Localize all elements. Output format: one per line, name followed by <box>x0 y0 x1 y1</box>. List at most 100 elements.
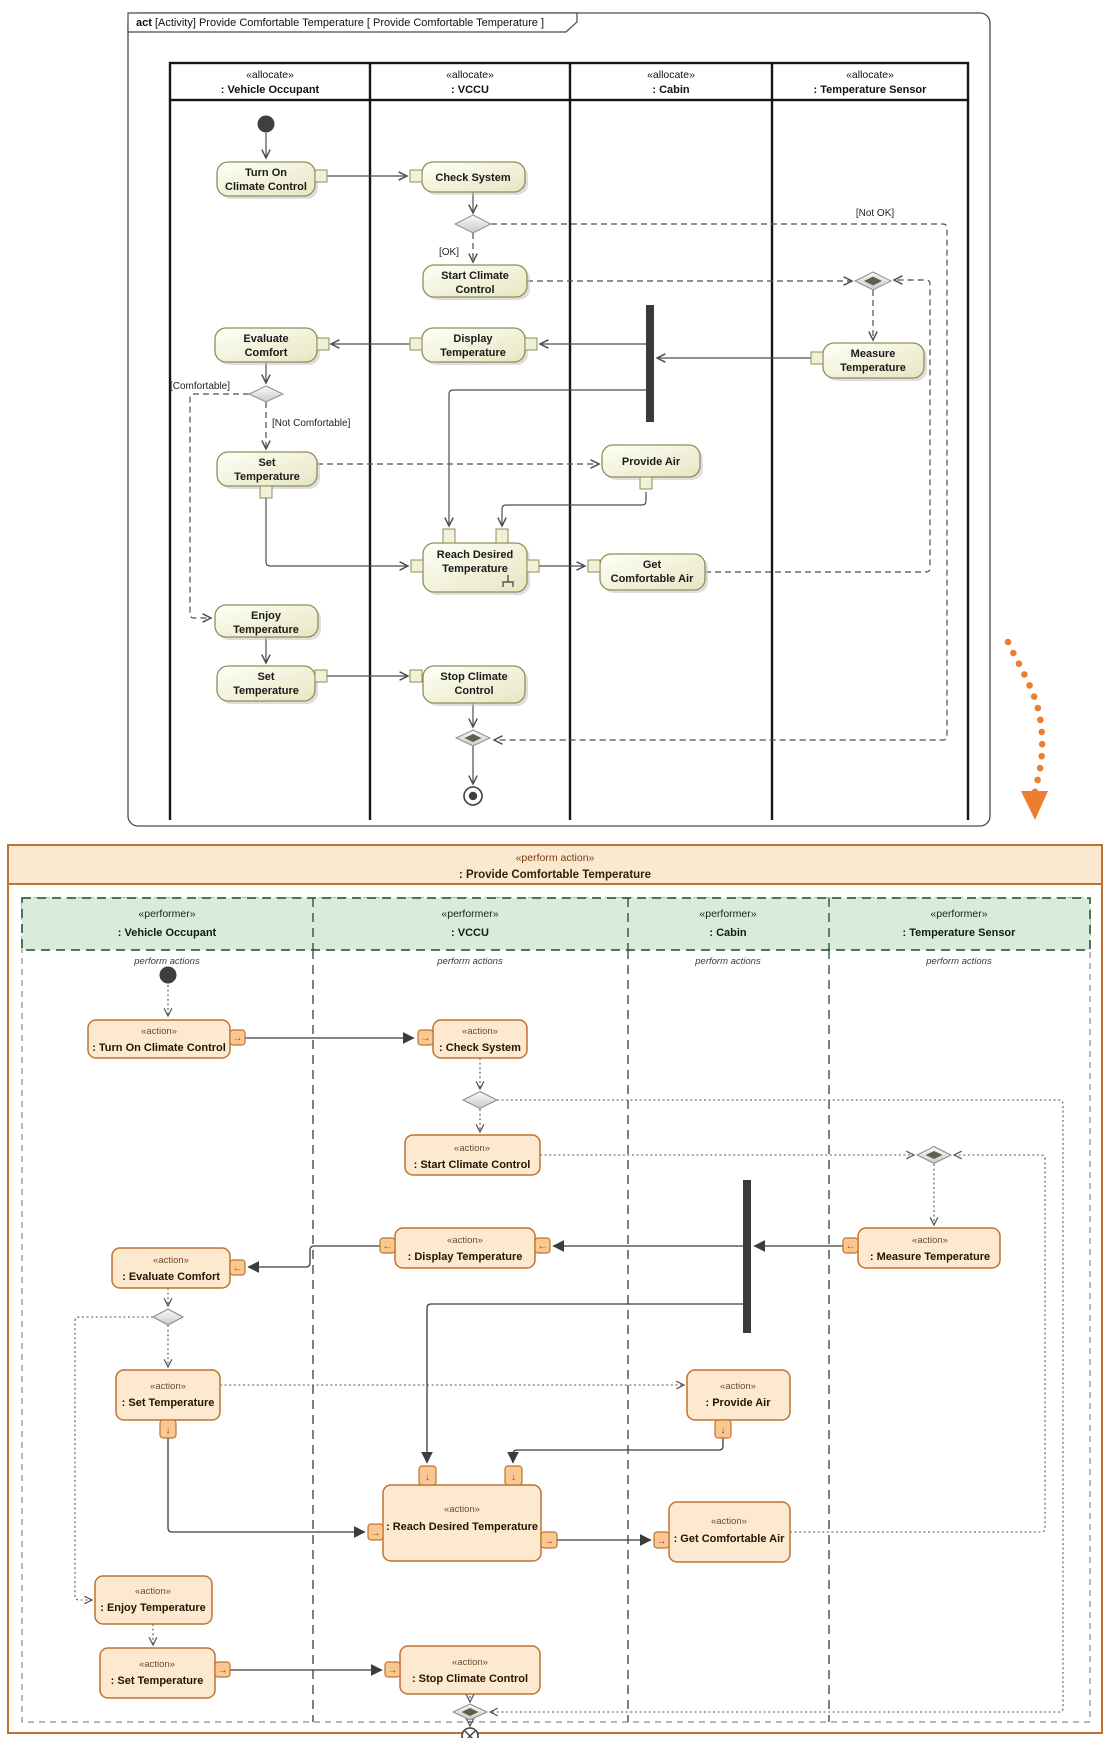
action-box <box>404 1134 541 1176</box>
action-check-system: Check System <box>409 161 528 195</box>
action-label: : Set Temperature <box>111 1675 204 1687</box>
guard-comfortable: [Comfortable] <box>170 381 230 392</box>
input-pin <box>409 669 423 683</box>
activity-frame <box>127 12 991 827</box>
output-pin <box>314 169 328 183</box>
fork-bar <box>743 1180 751 1333</box>
bottom-perform-action-diagram: «perform action» : Provide Comfortable T… <box>7 844 1103 1738</box>
decision-comfort <box>247 385 285 403</box>
action-label: Temperature <box>840 362 906 374</box>
action-label: Temperature <box>233 685 299 697</box>
flow-final-node <box>461 1727 479 1738</box>
header-name: : Provide Comfortable Temperature <box>459 869 651 881</box>
output-pin <box>714 1419 732 1439</box>
flow-provideair-rdt <box>507 1438 724 1464</box>
performer-lanes: «performer» : Vehicle Occupant «performe… <box>21 897 1091 1722</box>
frame-title-tab <box>127 12 578 33</box>
action-label: Comfortable Air <box>611 573 694 585</box>
activity-final-node <box>463 786 483 806</box>
action-label: Set <box>257 671 274 683</box>
action-turn-on-climate-control: → «action» : Turn On Climate Control <box>87 1019 246 1059</box>
action-stereotype: «action» <box>454 1143 490 1154</box>
lane-stereotype: «allocate» <box>446 69 494 81</box>
lane-name-vccu: : VCCU <box>451 927 489 939</box>
action-stereotype: «action» <box>141 1026 177 1037</box>
pin-arrow-right-icon: → <box>421 1033 431 1044</box>
output-pin <box>639 476 653 490</box>
output-pin <box>214 1661 231 1678</box>
decision-check-ok <box>453 214 493 234</box>
lane-name-vehicle-occupant: : Vehicle Occupant <box>221 84 320 96</box>
action-box <box>94 1575 213 1625</box>
action-box <box>686 1369 791 1421</box>
flow-comfortable-enjoy <box>189 393 249 623</box>
action-stereotype: «action» <box>462 1026 498 1037</box>
action-label: : Check System <box>439 1042 521 1054</box>
action-display-temperature: Display Temperature <box>409 327 538 365</box>
pin-arrow-right-icon: → <box>218 1665 228 1676</box>
frame-title-keyword: act <box>136 17 152 29</box>
pin-arrow-down-icon: ↓ <box>511 1472 516 1483</box>
merge-node-end <box>454 729 492 747</box>
flow-notok-merge <box>488 1099 1064 1717</box>
action-measure-temperature: ← «action» : Measure Temperature <box>842 1227 1001 1269</box>
merge-node-end <box>451 1703 489 1721</box>
input-pin <box>653 1531 670 1549</box>
rake-icon <box>502 575 514 587</box>
top-edges: [OK] [Not OK] [Comfortable] [Not Comfort… <box>170 133 948 786</box>
action-stereotype: «action» <box>711 1516 747 1527</box>
merge-node-sensor <box>915 1145 953 1165</box>
flow-display-evaluate <box>247 1245 380 1273</box>
guard-not-comfortable: [Not Comfortable] <box>272 418 351 429</box>
input-pin <box>410 559 424 573</box>
action-box <box>422 264 528 298</box>
input-pin <box>587 559 601 573</box>
lane-stereotype: «performer» <box>699 908 756 920</box>
action-stereotype: «action» <box>139 1659 175 1670</box>
action-label: : Evaluate Comfort <box>122 1271 220 1283</box>
action-stereotype: «action» <box>720 1381 756 1392</box>
output-pin <box>409 337 423 351</box>
action-label: Reach Desired <box>437 549 513 561</box>
pin-arrow-right-icon: → <box>371 1528 381 1539</box>
lane-subtitle: perform actions <box>436 956 503 967</box>
flow-gca-merge1 <box>790 1150 1046 1533</box>
action-stereotype: «action» <box>135 1586 171 1597</box>
input-pin <box>524 337 538 351</box>
initial-node <box>257 115 275 133</box>
pin-arrow-left-icon: ← <box>383 1241 393 1252</box>
output-pin <box>810 351 824 365</box>
output-pin <box>379 1237 396 1254</box>
top-activity-diagram: act [Activity] Provide Comfortable Tempe… <box>127 12 991 827</box>
pin-arrow-left-icon: ← <box>846 1241 856 1252</box>
pin-arrow-down-icon: ↓ <box>425 1472 430 1483</box>
header-stereotype: «perform action» <box>516 852 595 864</box>
action-display-temperature: ← ← «action» : Display Temperature <box>379 1227 551 1269</box>
action-label: Set <box>258 457 275 469</box>
transform-arrow-icon <box>1004 638 1048 820</box>
action-label: Measure <box>851 348 896 360</box>
action-label: Check System <box>435 172 510 184</box>
action-turn-on-climate-control: Turn On Climate Control <box>216 161 328 199</box>
input-pin <box>418 1465 437 1486</box>
input-pin <box>229 1259 246 1276</box>
action-box <box>216 665 316 702</box>
lane-name-vehicle-occupant: : Vehicle Occupant <box>118 927 217 939</box>
input-pin <box>495 528 509 544</box>
input-pin <box>409 169 423 183</box>
pin-arrow-down-icon: ↓ <box>721 1425 726 1436</box>
lane-stereotype: «performer» <box>930 908 987 920</box>
pin-arrow-left-icon: ← <box>538 1241 548 1252</box>
action-box <box>399 1645 541 1695</box>
decision-comfort <box>151 1308 185 1326</box>
action-set-temperature-1: Set Temperature <box>216 451 320 499</box>
action-stereotype: «action» <box>150 1381 186 1392</box>
action-label: Evaluate <box>243 333 288 345</box>
initial-node <box>159 966 177 984</box>
input-pin <box>367 1523 384 1541</box>
action-stereotype: «action» <box>912 1235 948 1246</box>
action-label: : Measure Temperature <box>870 1251 990 1263</box>
action-label: : Set Temperature <box>122 1397 215 1409</box>
lane-stereotype: «performer» <box>441 908 498 920</box>
action-evaluate-comfort: ← «action» : Evaluate Comfort <box>111 1247 246 1289</box>
